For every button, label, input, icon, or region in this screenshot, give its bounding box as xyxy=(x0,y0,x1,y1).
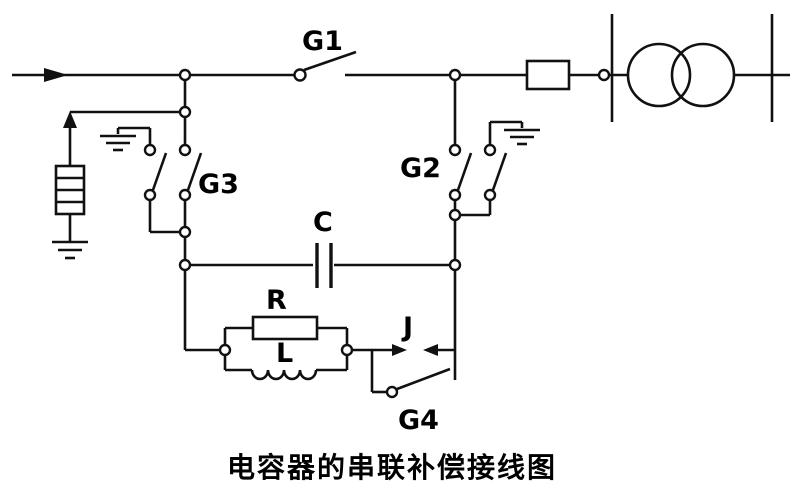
diagram-title: 电容器的串联补偿接线图 xyxy=(227,451,557,484)
switch-blade xyxy=(396,367,451,391)
gap-arrow-left-icon xyxy=(423,344,438,356)
ground-icon-right xyxy=(504,128,540,146)
bypass-switch-g4 xyxy=(370,350,451,399)
ground-icon-arrester xyxy=(52,240,88,260)
junction-node xyxy=(218,343,232,357)
switch-blade xyxy=(491,152,508,191)
label-g3: G3 xyxy=(198,169,239,200)
switch-terminal xyxy=(178,188,192,202)
inductor-icon xyxy=(250,369,318,381)
arrester-icon xyxy=(52,110,185,260)
switch-terminal xyxy=(178,143,192,157)
flow-arrow-icon xyxy=(44,68,68,82)
junction-node xyxy=(178,225,192,239)
switch-terminal xyxy=(385,385,399,399)
ground-icon-left xyxy=(100,134,136,152)
switch-terminal xyxy=(293,68,307,82)
junction-node xyxy=(448,258,462,272)
disconnector-g1 xyxy=(293,50,357,82)
label-g2: G2 xyxy=(400,153,441,184)
switch-terminal xyxy=(483,143,497,157)
damping-block xyxy=(223,315,349,381)
junction-node xyxy=(178,68,192,82)
junction-node xyxy=(340,343,354,357)
label-l: L xyxy=(276,338,293,369)
junction-nodes xyxy=(178,68,611,357)
arrester-arrow-icon xyxy=(63,111,77,128)
switch-terminal xyxy=(143,188,157,202)
label-g4: G4 xyxy=(398,405,439,436)
junction-node xyxy=(597,68,611,82)
disconnector-g3-pair xyxy=(100,126,203,234)
gap-arrow-right-icon xyxy=(392,344,407,356)
label-r: R xyxy=(266,285,287,316)
switch-terminal xyxy=(143,143,157,157)
label-j: J xyxy=(401,312,413,343)
switch-terminal xyxy=(448,188,462,202)
junction-node xyxy=(448,68,462,82)
switch-terminal xyxy=(483,188,497,202)
switch-blade xyxy=(186,152,203,191)
disconnector-g2-pair xyxy=(448,120,540,217)
switch-blade xyxy=(303,50,357,72)
transformer-icon xyxy=(626,42,736,108)
junction-node xyxy=(448,208,462,222)
switch-terminal xyxy=(448,143,462,157)
junction-node xyxy=(178,105,192,119)
label-g1: G1 xyxy=(302,26,343,57)
spark-gap-icon xyxy=(352,344,455,356)
label-c: C xyxy=(313,207,333,238)
resistor-icon xyxy=(251,315,319,341)
left-branch-wire xyxy=(183,75,225,352)
switch-blade xyxy=(456,152,473,191)
capacitor-icon xyxy=(185,243,455,288)
breaker-box xyxy=(525,59,571,91)
junction-node xyxy=(178,258,192,272)
switch-blade xyxy=(151,152,168,191)
